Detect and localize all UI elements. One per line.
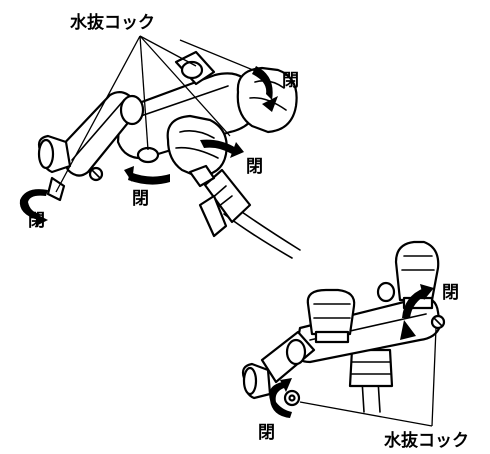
close-label-middle: 閉 xyxy=(246,157,263,177)
close-arrow-lower-left xyxy=(269,378,292,418)
close-arrow-lower-right xyxy=(400,284,434,340)
bottom-faucet-illustration xyxy=(241,240,446,427)
close-arrow-left-cap xyxy=(124,166,170,185)
close-label-bottom-right: 閉 xyxy=(442,283,459,303)
close-arrow-middle xyxy=(200,139,244,158)
close-arrow-bottom-left xyxy=(19,189,48,226)
close-label-left: 閉 xyxy=(28,211,45,231)
close-arrow-top-right xyxy=(252,66,278,112)
close-label-center: 閉 xyxy=(132,189,149,209)
top-faucet-illustration xyxy=(19,35,301,259)
drain-cock-label-top: 水抜コック xyxy=(70,12,155,33)
close-label-top-right: 閉 xyxy=(282,71,299,91)
close-label-bottom-left: 閉 xyxy=(258,423,275,443)
drain-cock-label-bottom: 水抜コック xyxy=(384,430,469,451)
